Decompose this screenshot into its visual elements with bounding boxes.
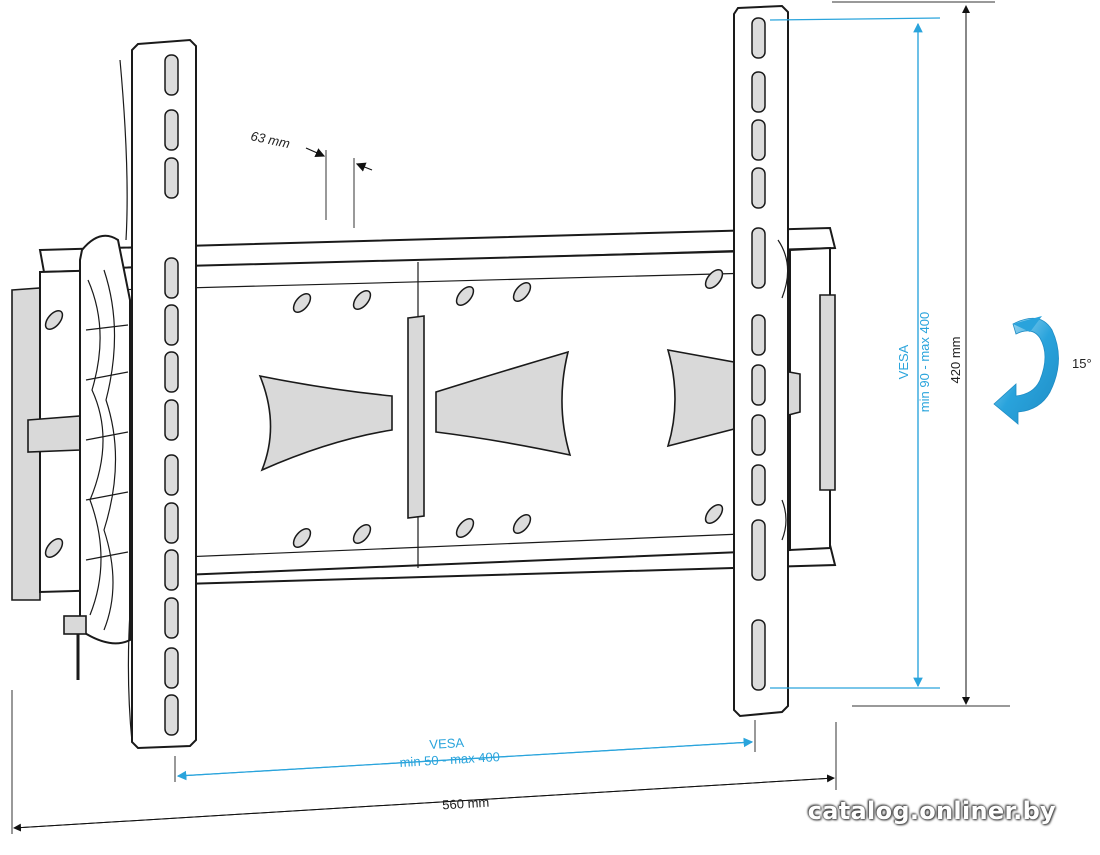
total-height-label: 420 mm xyxy=(948,337,963,384)
vesa-horizontal-title: VESA xyxy=(429,735,465,752)
wall-plate-mounting-holes xyxy=(44,268,724,559)
right-vertical-arm xyxy=(733,4,789,718)
dimension-vesa-horizontal: VESA min 50 - max 400 xyxy=(174,720,756,782)
dimension-total-height: 420 mm xyxy=(832,1,1010,707)
dimension-vesa-vertical: VESA min 90 - max 400 xyxy=(769,17,941,689)
tilt-angle-label: 15° xyxy=(1072,356,1092,371)
left-arm-slots xyxy=(164,54,179,736)
curved-tilt-arrow-icon: 15° xyxy=(993,316,1092,425)
spacer-dimension-label: 63 mm xyxy=(249,128,291,151)
dimension-spacer: 63 mm xyxy=(249,128,373,228)
vesa-vertical-range: min 90 - max 400 xyxy=(917,312,932,412)
dimension-total-width: 560 mm xyxy=(11,690,837,834)
right-arm-slots xyxy=(751,17,766,691)
tilt-lock-mechanism xyxy=(63,234,131,680)
vesa-horizontal-range: min 50 - max 400 xyxy=(399,749,500,770)
left-vertical-arm xyxy=(119,38,197,750)
watermark-text: catalog.onliner.by xyxy=(807,797,1056,825)
vesa-vertical-title: VESA xyxy=(896,344,911,379)
total-width-label: 560 mm xyxy=(442,795,490,813)
